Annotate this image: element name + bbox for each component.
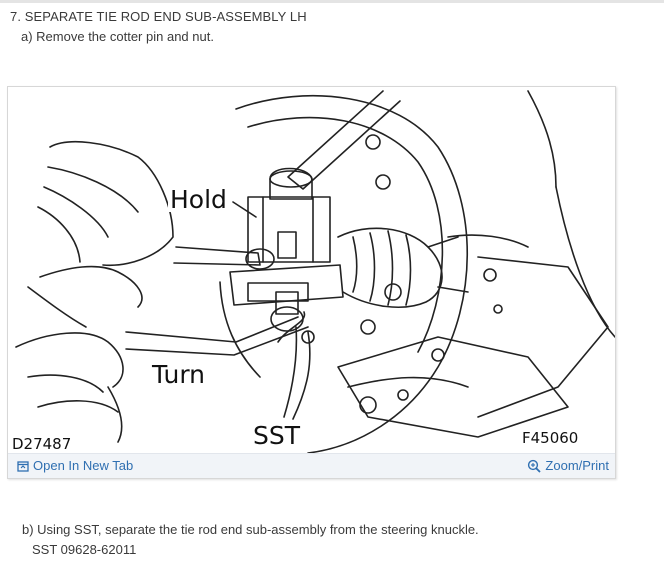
hold-label: Hold bbox=[168, 185, 229, 214]
turn-label: Turn bbox=[150, 360, 208, 389]
substep-b-text: b) Using SST, separate the tie rod end s… bbox=[22, 522, 479, 537]
substep-a-text: a) Remove the cotter pin and nut. bbox=[21, 29, 214, 44]
figure-code-right: F45060 bbox=[520, 429, 581, 447]
sst-part-number: SST 09628-62011 bbox=[32, 542, 137, 557]
step-title: 7. SEPARATE TIE ROD END SUB-ASSEMBLY LH bbox=[10, 9, 307, 24]
open-new-tab-icon bbox=[17, 460, 29, 472]
zoom-icon bbox=[528, 459, 542, 473]
sst-label: SST bbox=[251, 421, 303, 450]
figure-code-left: D27487 bbox=[10, 435, 74, 453]
open-in-new-tab-link[interactable]: Open In New Tab bbox=[17, 458, 133, 473]
figure-footer: Open In New Tab Zoom/Print bbox=[8, 453, 615, 478]
figure-illustration: Hold Turn SST D27487 F45060 Open In New … bbox=[7, 86, 616, 479]
tie-rod-illustration bbox=[15, 90, 615, 453]
zoom-print-link[interactable]: Zoom/Print bbox=[527, 458, 609, 473]
zoom-print-label: Zoom/Print bbox=[545, 458, 609, 473]
top-divider bbox=[0, 0, 664, 3]
open-in-new-tab-label: Open In New Tab bbox=[33, 458, 134, 473]
